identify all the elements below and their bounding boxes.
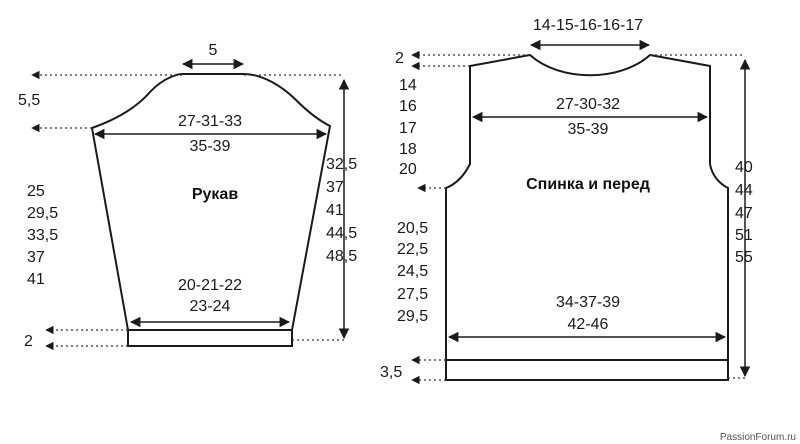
- sleeve-lower-width-top: 20-21-22: [178, 277, 242, 294]
- sleeve-upper-width-top: 27-31-33: [178, 113, 242, 130]
- sleeve-right-length-3: 41: [326, 202, 344, 219]
- sleeve-lower-width-bottom: 23-24: [190, 298, 231, 315]
- body-side-length-5: 29,5: [397, 308, 428, 325]
- body-outline: [445, 53, 729, 361]
- watermark: PassionForum.ru: [720, 432, 796, 443]
- body-right-length-2: 44: [735, 182, 753, 199]
- sleeve-cuff: [127, 329, 293, 347]
- body-side-length-4: 27,5: [397, 286, 428, 303]
- body-armhole-height-2: 16: [399, 98, 417, 115]
- sleeve-left-length-1: 25: [27, 183, 45, 200]
- body-right-length-4: 51: [735, 227, 753, 244]
- body-shoulder-width-top: 27-30-32: [556, 96, 620, 113]
- body-hem-band: [445, 359, 729, 381]
- body-side-length-3: 24,5: [397, 263, 428, 280]
- sleeve-cap-height: 5,5: [18, 92, 40, 109]
- sleeve-top-width: 5: [209, 42, 218, 59]
- sleeve-left-length-5: 41: [27, 271, 45, 288]
- body-side-length-2: 22,5: [397, 241, 428, 258]
- body-right-length-1: 40: [735, 159, 753, 176]
- sleeve-upper-width-bottom: 35-39: [190, 138, 231, 155]
- body-right-length-3: 47: [735, 205, 753, 222]
- sleeve-left-length-2: 29,5: [27, 205, 58, 222]
- body-armhole-height-1: 14: [399, 77, 417, 94]
- sleeve-left-length-3: 33,5: [27, 227, 58, 244]
- sleeve-cuff-height: 2: [24, 333, 33, 350]
- body-band-height: 3,5: [380, 364, 402, 381]
- sleeve-right-length-1: 32,5: [326, 156, 357, 173]
- body-diagram: 14-15-16-16-17 27-30-32 35-39 34-37-39 4…: [380, 17, 753, 385]
- body-shoulder-width-bottom: 35-39: [568, 121, 609, 138]
- sleeve-diagram: 5 27-31-33 35-39 20-21-22 23-24 5,5 2 25…: [18, 42, 357, 351]
- body-title: Спинка и перед: [526, 176, 650, 193]
- sleeve-outline: [90, 73, 332, 331]
- body-armhole-height-4: 18: [399, 141, 417, 158]
- body-hem-width-top: 34-37-39: [556, 294, 620, 311]
- body-side-length-1: 20,5: [397, 220, 428, 237]
- sleeve-right-length-5: 48,5: [326, 248, 357, 265]
- sleeve-right-length-4: 44,5: [326, 225, 357, 242]
- sleeve-left-length-4: 37: [27, 249, 45, 266]
- sleeve-right-length-2: 37: [326, 179, 344, 196]
- body-armhole-height-5: 20: [399, 161, 417, 178]
- body-hem-width-bottom: 42-46: [568, 316, 609, 333]
- body-armhole-height-3: 17: [399, 120, 417, 137]
- body-right-length-5: 55: [735, 249, 753, 266]
- body-neck-width: 14-15-16-16-17: [533, 17, 643, 34]
- body-neck-depth: 2: [395, 50, 404, 67]
- sleeve-title: Рукав: [192, 186, 238, 203]
